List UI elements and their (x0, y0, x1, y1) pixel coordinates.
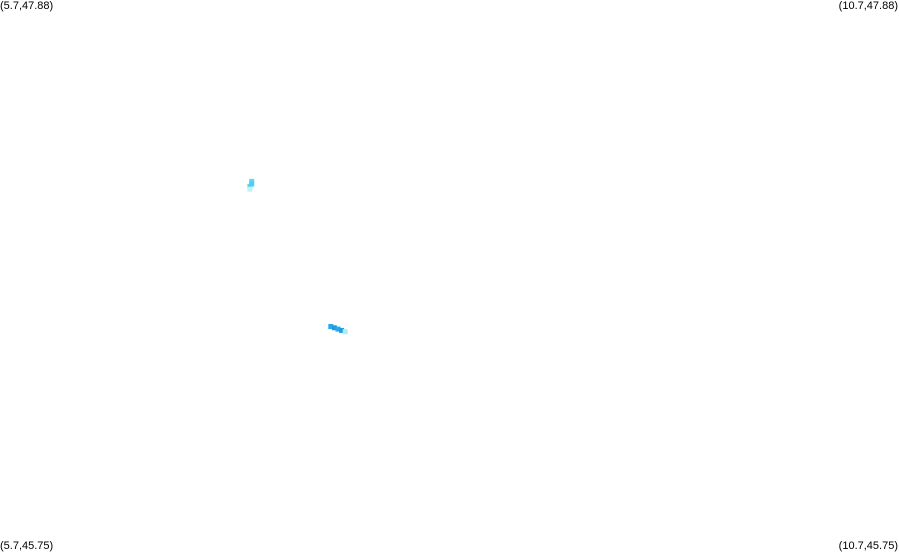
corner-coordinate-bottom-right: (10.7,45.75) (838, 540, 898, 552)
feature-west-cell (249, 178, 255, 184)
feature-west (247, 178, 255, 192)
corner-coordinate-top-left: (5.7,47.88) (0, 0, 54, 12)
feature-east (328, 324, 348, 335)
feature-west-cell (247, 184, 253, 190)
feature-east-cell (335, 326, 341, 332)
feature-east-cell (339, 327, 345, 333)
corner-coordinate-bottom-left: (5.7,45.75) (0, 540, 54, 552)
feature-west-cell (249, 181, 255, 187)
feature-west-cell (247, 186, 253, 192)
feature-east-cell (328, 324, 334, 329)
feature-east-cell (342, 329, 348, 335)
corner-coordinate-top-right: (10.7,47.88) (838, 0, 898, 12)
feature-east-cell (331, 325, 337, 331)
